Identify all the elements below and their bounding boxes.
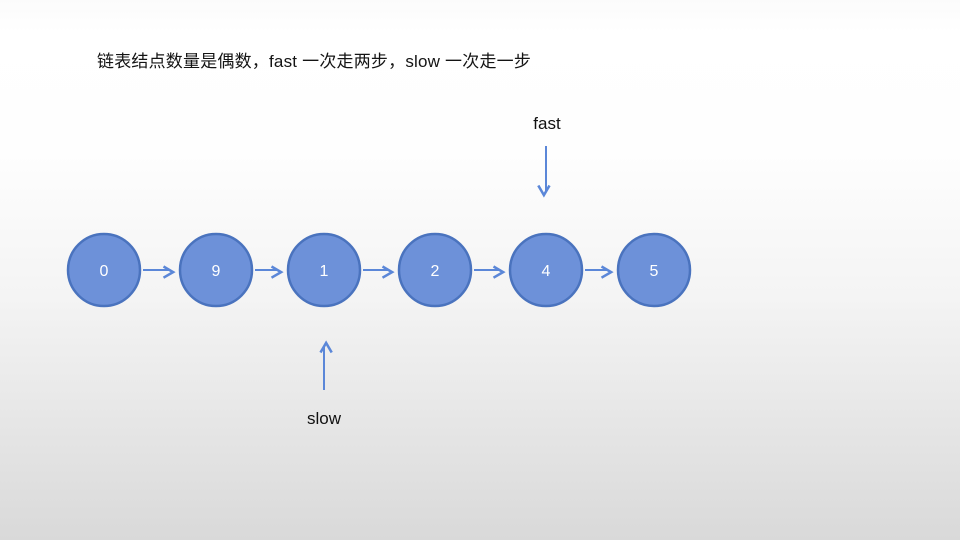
list-node: 4 (508, 232, 584, 308)
node-value: 9 (212, 263, 221, 280)
list-node: 5 (616, 232, 692, 308)
node-value: 1 (320, 263, 329, 280)
node-circle (397, 232, 473, 308)
list-node: 2 (397, 232, 473, 308)
slow-pointer-label: slow (306, 409, 342, 428)
node-circle (508, 232, 584, 308)
list-node: 9 (178, 232, 254, 308)
node-circle (66, 232, 142, 308)
node-value: 5 (650, 263, 659, 280)
node-value: 4 (542, 263, 551, 280)
list-node: 0 (66, 232, 142, 308)
node-circle (616, 232, 692, 308)
list-node: 1 (286, 232, 362, 308)
slide-title: 链表结点数量是偶数，fast 一次走两步，slow 一次走一步 (97, 52, 532, 71)
node-value: 2 (431, 263, 440, 280)
node-value: 0 (100, 263, 109, 280)
node-circle (178, 232, 254, 308)
fast-pointer-label: fast (533, 114, 561, 133)
node-circle (286, 232, 362, 308)
